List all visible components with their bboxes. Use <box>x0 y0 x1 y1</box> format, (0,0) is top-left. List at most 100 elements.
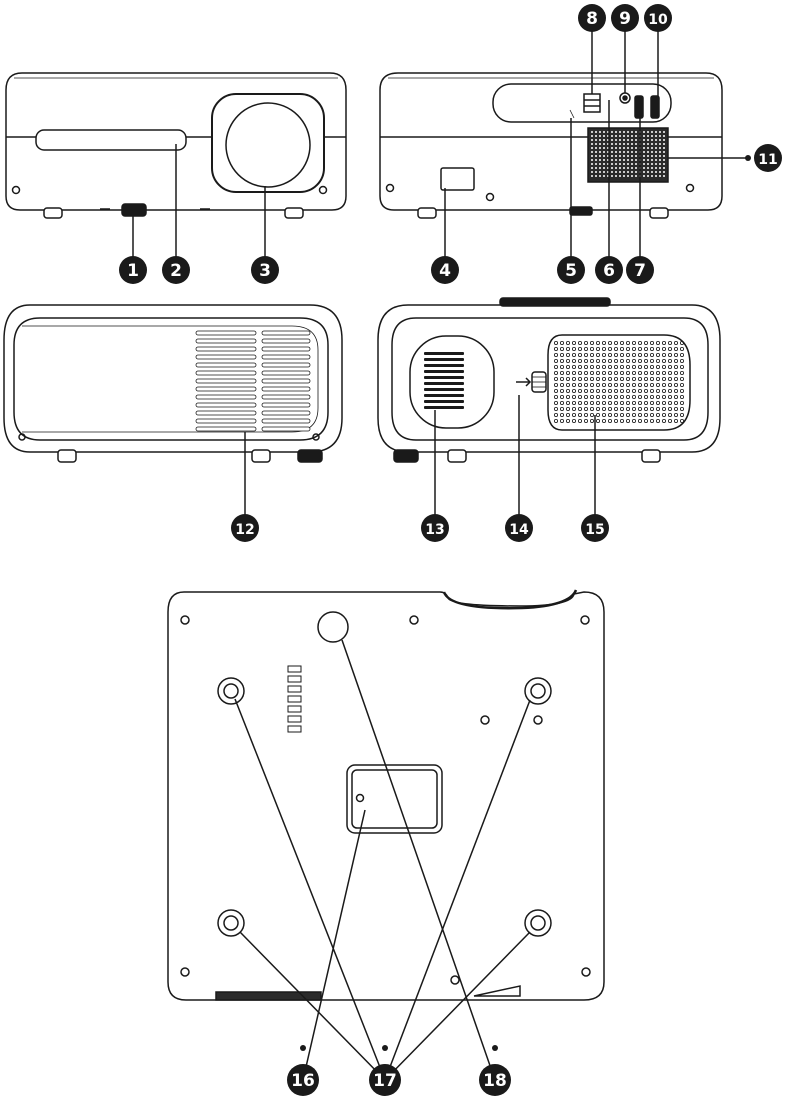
grille-hole <box>635 159 637 161</box>
grille-hole <box>663 131 665 133</box>
grille-hole <box>623 175 625 177</box>
vent-slot <box>262 347 310 351</box>
grille-hole <box>595 143 597 145</box>
grille-hole <box>603 143 605 145</box>
grille-hole <box>611 147 613 149</box>
grille-hole <box>643 175 645 177</box>
callout-badge-14: 14 <box>505 514 533 542</box>
left-side-view <box>4 305 342 462</box>
usb-port-icon <box>584 94 600 112</box>
grille-hole <box>611 171 613 173</box>
grille-hole <box>627 163 629 165</box>
grille-hole <box>599 135 601 137</box>
grille-hole <box>599 147 601 149</box>
grille-hole <box>591 139 593 141</box>
grille-hole <box>651 167 653 169</box>
callout-number-5: 5 <box>565 261 577 281</box>
callout-badge-1: 1 <box>119 256 147 284</box>
front-foot-left <box>44 208 62 218</box>
grille-hole <box>643 151 645 153</box>
grille-hole <box>611 139 613 141</box>
front-indicator-strip <box>36 130 186 150</box>
grille-hole <box>659 143 661 145</box>
grille-hole <box>623 163 625 165</box>
projector-lens <box>226 103 310 187</box>
grille-hole <box>643 143 645 145</box>
grille-hole <box>623 131 625 133</box>
back-focus-wheel-edge <box>570 207 592 215</box>
grille-hole <box>591 143 593 145</box>
fan-slot <box>424 358 464 361</box>
grille-hole <box>611 155 613 157</box>
grille-hole <box>643 163 645 165</box>
fan-slot <box>424 370 464 373</box>
grille-hole <box>655 139 657 141</box>
vent-slot <box>288 686 301 692</box>
grille-hole <box>631 163 633 165</box>
vent-slot <box>196 355 256 359</box>
grille-hole <box>603 135 605 137</box>
callout-badge-10: 10 <box>644 4 672 32</box>
right-foot-1 <box>448 450 466 462</box>
callout-number-4: 4 <box>439 261 451 281</box>
grille-hole <box>599 155 601 157</box>
grille-hole <box>631 143 633 145</box>
back-foot-left <box>418 208 436 218</box>
vent-slot <box>196 411 256 415</box>
vent-slot <box>196 347 256 351</box>
grille-hole <box>659 135 661 137</box>
callout-number-10: 10 <box>648 12 668 28</box>
grille-hole <box>599 175 601 177</box>
grille-hole <box>603 151 605 153</box>
grille-hole <box>635 139 637 141</box>
grille-hole <box>619 135 621 137</box>
vent-slot <box>262 355 310 359</box>
grille-hole <box>619 151 621 153</box>
grille-hole <box>651 155 653 157</box>
grille-hole <box>627 131 629 133</box>
grille-hole <box>635 135 637 137</box>
grille-hole <box>651 131 653 133</box>
callout-number-13: 13 <box>425 522 444 538</box>
fan-slot <box>424 394 464 397</box>
grille-hole <box>623 147 625 149</box>
grille-hole <box>611 163 613 165</box>
grille-hole <box>659 163 661 165</box>
grille-hole <box>595 159 597 161</box>
grille-hole <box>655 175 657 177</box>
grille-hole <box>647 163 649 165</box>
callout-number-8: 8 <box>586 9 598 29</box>
hdmi-port-icon <box>651 96 659 118</box>
grille-hole <box>591 175 593 177</box>
grille-hole <box>611 151 613 153</box>
vent-slot <box>288 676 301 682</box>
grille-hole <box>647 139 649 141</box>
grille-hole <box>647 167 649 169</box>
grille-hole <box>631 155 633 157</box>
grille-hole <box>635 163 637 165</box>
grille-hole <box>595 167 597 169</box>
vent-slot <box>262 339 310 343</box>
grille-hole <box>615 139 617 141</box>
grille-hole <box>591 147 593 149</box>
grille-hole <box>615 163 617 165</box>
grille-hole <box>651 143 653 145</box>
grille-hole <box>643 167 645 169</box>
grille-hole <box>627 139 629 141</box>
grille-hole <box>627 135 629 137</box>
rear-speaker-grille <box>588 128 668 182</box>
fan-slot <box>424 382 464 385</box>
grille-hole <box>643 171 645 173</box>
grille-hole <box>603 159 605 161</box>
rubber-foot-large <box>318 612 348 642</box>
grille-hole <box>615 155 617 157</box>
grille-hole <box>627 151 629 153</box>
grille-hole <box>603 131 605 133</box>
callout-badge-12: 12 <box>231 514 259 542</box>
grille-hole <box>611 135 613 137</box>
vent-slot <box>196 363 256 367</box>
callout-badge-2: 2 <box>162 256 190 284</box>
io-port-panel <box>493 84 671 122</box>
callout-badge-11: 11 <box>754 144 782 172</box>
grille-hole <box>615 159 617 161</box>
